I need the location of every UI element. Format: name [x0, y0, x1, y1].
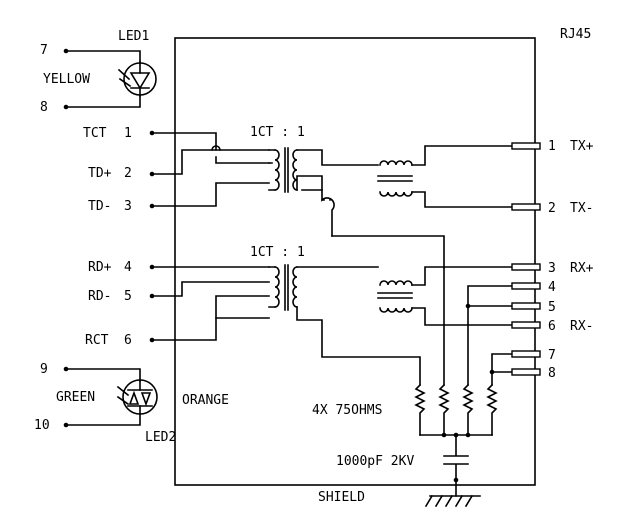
rx-primary-coil-icon	[274, 266, 280, 308]
connector-body	[174, 37, 536, 486]
right-pin-6-stub	[511, 321, 541, 329]
resistor-4-icon	[486, 383, 498, 436]
bob-smith-capacitor: 1000pF 2KV	[336, 434, 481, 508]
led2-bicolor-diode-icon	[127, 389, 153, 407]
led2-color-right: ORANGE	[182, 393, 229, 408]
resistor-3-icon	[462, 383, 474, 436]
right-pin-3-name: RX+	[570, 261, 594, 276]
left-pin-1-name: TCT	[83, 126, 107, 141]
right-pin-8-stub	[511, 368, 541, 376]
tx-channel: 1CT : 1	[151, 125, 513, 269]
left-pin-4-name: RD+	[88, 260, 112, 275]
right-pin-5-stub	[511, 302, 541, 310]
led2-color-left: GREEN	[56, 390, 95, 405]
tx-choke-bottom-coil-icon	[379, 191, 413, 197]
rx-choke-top-coil-icon	[379, 280, 413, 286]
led2-pin-b: 10	[34, 418, 50, 433]
tx-core-icon	[284, 147, 289, 193]
rx-secondary-coil-icon	[292, 266, 298, 308]
led1-pin-a: 7	[40, 43, 48, 58]
rx-core-icon	[284, 264, 289, 311]
right-pin-1-number: 1	[548, 139, 556, 154]
resistor-1-icon	[414, 383, 426, 436]
right-pin-3-stub	[511, 263, 541, 271]
led1-diode-icon	[129, 72, 151, 90]
led1-light-arrows-icon	[117, 68, 132, 88]
resistor-label: 4X 75OHMS	[312, 403, 382, 418]
tx-choke-top-coil-icon	[379, 160, 413, 166]
right-pin-2-number: 2	[548, 201, 556, 216]
left-pin-6-number: 6	[124, 333, 132, 348]
rx-choke-bottom-coil-icon	[379, 307, 413, 313]
resistor-2-icon	[438, 383, 450, 436]
left-pin-5-number: 5	[124, 289, 132, 304]
left-pin-6-name: RCT	[85, 333, 109, 348]
right-pin-3-number: 3	[548, 261, 556, 276]
connector-title: RJ45	[560, 27, 591, 42]
right-pin-7-number: 7	[548, 348, 556, 363]
tx-transformer-ratio: 1CT : 1	[250, 125, 305, 140]
left-pin-5-name: RD-	[88, 289, 111, 304]
right-pin-6-name: RX-	[570, 319, 593, 334]
tx-secondary-coil-icon	[292, 149, 298, 191]
right-pin-5-number: 5	[548, 300, 556, 315]
right-pin-7-stub	[511, 350, 541, 358]
rx-channel: 1CT : 1	[151, 245, 513, 386]
left-pin-1-number: 1	[124, 126, 132, 141]
termination-resistors: 4X 75OHMS	[312, 383, 498, 438]
right-pin-4-stub	[511, 282, 541, 290]
led2-pin-a: 9	[40, 362, 48, 377]
tx-primary-coil-icon	[274, 149, 280, 191]
right-pins: 1 TX+ 2 TX- 3 RX+ 4 5 6 RX- 7 8	[511, 139, 594, 381]
led2-light-arrows-icon	[116, 385, 130, 406]
capacitor-icon	[443, 434, 469, 497]
right-pin-6-number: 6	[548, 319, 556, 334]
led1-color: YELLOW	[43, 72, 90, 87]
left-pin-2-name: TD+	[88, 166, 112, 181]
led1: LED1 7 8 YELLOW	[40, 29, 157, 115]
rx-choke-core-icon	[377, 292, 413, 299]
led1-name: LED1	[118, 29, 149, 44]
tx-choke-core-icon	[377, 175, 413, 182]
left-pin-2-number: 2	[124, 166, 132, 181]
led2-name: LED2	[145, 430, 176, 445]
shield-label: SHIELD	[318, 490, 365, 505]
capacitor-label: 1000pF 2KV	[336, 454, 414, 469]
right-pin-2-name: TX-	[570, 201, 593, 216]
left-pin-4-number: 4	[124, 260, 132, 275]
rx-transformer-ratio: 1CT : 1	[250, 245, 305, 260]
led1-pin-b: 8	[40, 100, 48, 115]
left-pin-3-name: TD-	[88, 199, 111, 214]
left-pin-3-number: 3	[124, 199, 132, 214]
led2: LED2 9 10 GREEN ORANGE	[34, 362, 229, 445]
right-pin-1-stub	[511, 142, 541, 150]
right-pin-4-number: 4	[548, 280, 556, 295]
right-pin-2-stub	[511, 203, 541, 211]
right-pin-1-name: TX+	[570, 139, 594, 154]
right-pin-8-number: 8	[548, 366, 556, 381]
